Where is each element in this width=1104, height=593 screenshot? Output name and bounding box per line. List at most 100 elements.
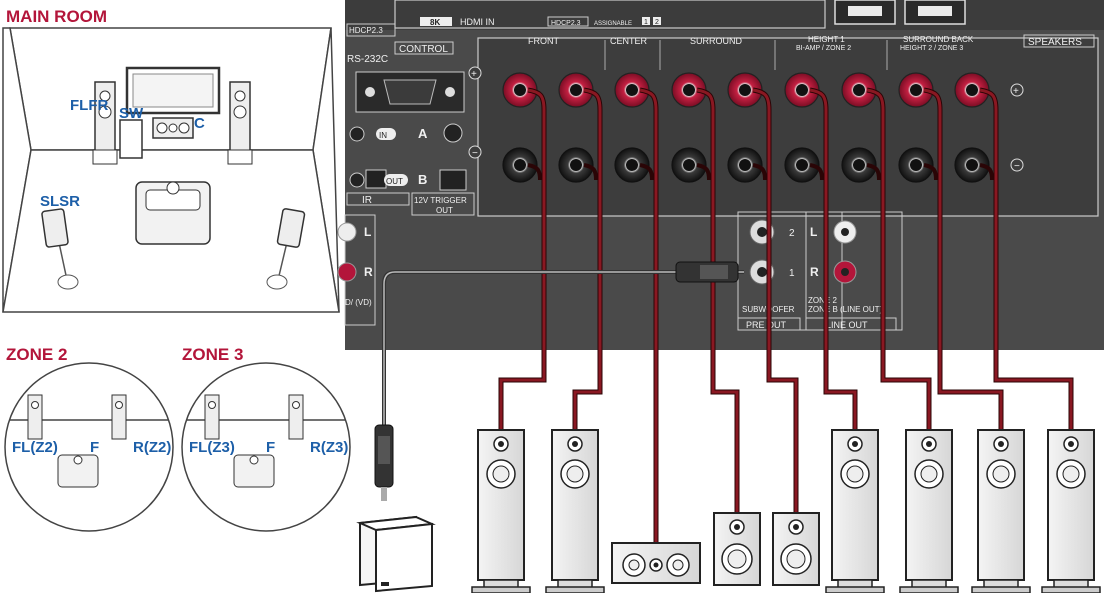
rs232c-port-icon (355, 71, 465, 113)
front-right-speaker-icon (227, 81, 253, 165)
svg-text:HEIGHT 2 / ZONE 3: HEIGHT 2 / ZONE 3 (900, 45, 963, 52)
svg-text:+: + (1013, 86, 1019, 97)
label-sw: SW (119, 105, 144, 122)
hdmi-8k-badge: 8K (430, 18, 440, 27)
speaker-8-icon (971, 429, 1031, 593)
center-speaker-icon (152, 117, 194, 139)
left-rca-l-jack (337, 222, 357, 242)
svg-text:ZONE B (LINE OUT): ZONE B (LINE OUT) (808, 305, 883, 314)
terminal-pair-9 (954, 72, 990, 183)
speaker-4-icon (713, 512, 761, 586)
zone3-title: ZONE 3 (182, 345, 243, 364)
svg-text:2: 2 (655, 19, 659, 26)
zone2-label-fl: FL(Z2) (12, 439, 58, 456)
speakers-label: SPEAKERS (1028, 37, 1082, 48)
ir-label: IR (362, 195, 372, 206)
trigger-a-label: A (418, 126, 428, 141)
svg-text:+: + (471, 69, 477, 80)
wire-1 (499, 88, 546, 436)
subwoofer-icon (356, 515, 436, 593)
terminal-pair-5 (727, 72, 763, 183)
wire-6 (809, 88, 857, 436)
terminal-pair-1 (502, 72, 538, 183)
svg-text:R: R (364, 265, 373, 279)
surround-back-label: SURROUND BACK (903, 35, 974, 44)
zone3-label-r: R(Z3) (310, 439, 348, 456)
wire-7 (866, 88, 931, 436)
main-room-title: MAIN ROOM (6, 7, 107, 26)
trigger-b-label: B (418, 172, 427, 187)
zone2-right-speaker-icon (111, 394, 127, 440)
wire-9 (979, 88, 1073, 436)
label-flfr: FLFR (70, 97, 108, 114)
svg-text:−: − (1014, 161, 1020, 172)
pre-out-label: PRE OUT (746, 320, 787, 330)
speaker-1-icon (471, 429, 531, 593)
wire-5 (752, 88, 798, 518)
svg-text:2: 2 (789, 228, 795, 239)
center-label: CENTER (610, 36, 648, 46)
hdcp-label: HDCP2.3 (551, 20, 581, 27)
terminal-pair-8 (898, 72, 934, 183)
front-left-speaker-icon (92, 81, 118, 165)
label-c: C (194, 115, 205, 132)
svg-text:−: − (472, 148, 478, 159)
svg-text:IN: IN (379, 131, 387, 140)
receiver-rear-panel: HDCP2.3 8K HDMI IN HDCP2.3 ASSIGNABLE 1 … (337, 0, 1104, 350)
svg-text:R: R (810, 265, 819, 279)
left-rca-r-jack (337, 262, 357, 282)
svg-text:D/ (VD): D/ (VD) (345, 298, 372, 307)
speaker-6-icon (825, 429, 885, 593)
surround-right-speaker-icon (266, 208, 306, 290)
wire-4 (696, 88, 739, 518)
terminal-pair-3 (614, 72, 650, 183)
zone2-couch-icon (57, 454, 99, 488)
assignable-label: ASSIGNABLE (594, 21, 632, 27)
zone2-label-f: F (90, 439, 99, 456)
svg-text:ZONE 2: ZONE 2 (808, 296, 837, 305)
speaker-9-icon (1041, 429, 1101, 593)
speaker-7-icon (899, 429, 959, 593)
front-label: FRONT (528, 36, 559, 46)
zone3-left-speaker-icon (204, 394, 220, 440)
zone2-left-speaker-icon (27, 394, 43, 440)
speaker-terminals-block (477, 37, 1099, 217)
svg-text:L: L (364, 225, 371, 239)
zone3-label-fl: FL(Z3) (189, 439, 235, 456)
svg-text:OUT: OUT (436, 206, 453, 215)
trigger-b-jack (439, 169, 467, 191)
speaker-5-icon (772, 512, 820, 586)
speaker-2-icon (545, 429, 605, 593)
svg-text:1: 1 (644, 19, 648, 26)
trigger-a-jack (443, 123, 463, 143)
couch-icon (135, 181, 211, 245)
height1-label: HEIGHT 1 (808, 35, 845, 44)
speaker-wires (498, 87, 1074, 548)
main-room-diagram: MAIN ROOM (2, 7, 340, 313)
hdmi-in-label: HDMI IN (460, 17, 495, 27)
svg-text:BI-AMP / ZONE 2: BI-AMP / ZONE 2 (796, 45, 851, 52)
speakers-row (471, 429, 1101, 593)
wire-8 (923, 88, 1003, 436)
svg-text:1: 1 (789, 268, 795, 279)
terminal-pair-7 (841, 72, 877, 183)
terminal-pair-2 (558, 72, 594, 183)
wire-3 (639, 88, 658, 548)
line-out-label: LINE OUT (826, 320, 868, 330)
ir-out-jack: OUT (349, 169, 408, 189)
hdcp-left-label: HDCP2.3 (349, 26, 383, 35)
terminal-pair-4 (671, 72, 707, 183)
zone3-diagram: ZONE 3 FL(Z3) F R(Z3) (181, 345, 351, 532)
zone2-diagram: ZONE 2 FL(Z2) F R(Z2) (4, 345, 174, 532)
svg-text:OUT: OUT (386, 177, 403, 186)
svg-text:L: L (810, 225, 817, 239)
surround-label: SURROUND (690, 36, 743, 46)
zone2-title: ZONE 2 (6, 345, 67, 364)
subwoofer-cable (374, 261, 744, 501)
wire-2 (573, 88, 602, 436)
control-label: CONTROL (399, 44, 448, 55)
speaker-terminals (502, 72, 990, 183)
rs232c-label: RS-232C (347, 54, 388, 65)
surround-left-speaker-icon (41, 208, 79, 290)
